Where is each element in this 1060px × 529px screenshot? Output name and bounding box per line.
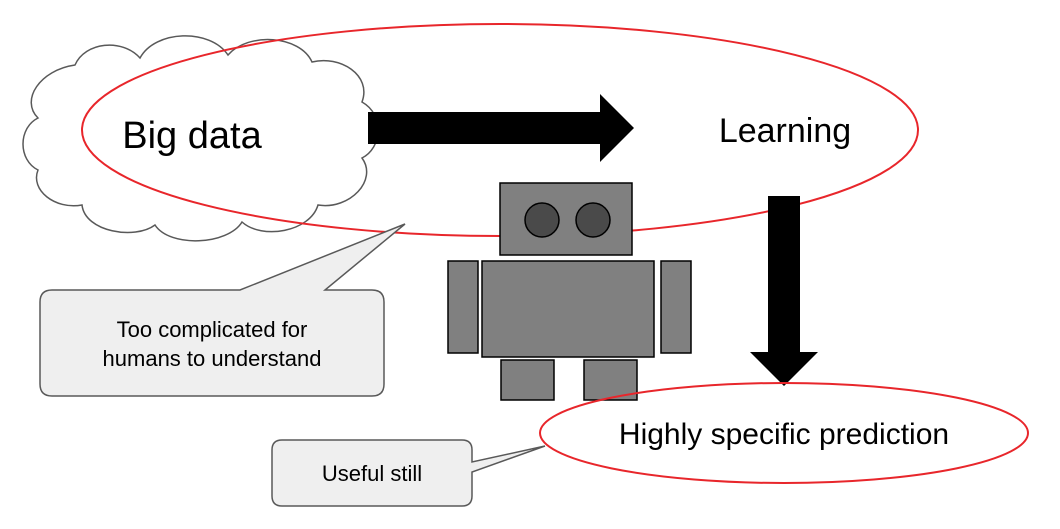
big-data-label: Big data bbox=[122, 115, 262, 157]
right-arrow bbox=[368, 94, 634, 162]
robot-left-arm bbox=[447, 260, 479, 354]
callout-complicated-line2: humans to understand bbox=[103, 346, 322, 371]
callout-complicated bbox=[39, 223, 406, 397]
robot-head bbox=[499, 182, 633, 256]
robot-left-leg bbox=[500, 359, 555, 401]
learning-label: Learning bbox=[719, 112, 851, 150]
robot-body bbox=[481, 260, 655, 358]
robot-right-leg bbox=[583, 359, 638, 401]
robot-right-arm bbox=[660, 260, 692, 354]
robot-right-eye bbox=[575, 202, 611, 238]
prediction-label: Highly specific prediction bbox=[619, 418, 949, 451]
down-arrow bbox=[750, 196, 818, 386]
callout-useful bbox=[271, 439, 546, 507]
bottom-ellipse bbox=[539, 382, 1029, 484]
robot-left-eye bbox=[524, 202, 560, 238]
robot-icon bbox=[447, 182, 692, 401]
cloud-icon bbox=[22, 35, 379, 242]
callout-complicated-line1: Too complicated for bbox=[117, 317, 308, 342]
callout-useful-label: Useful still bbox=[322, 461, 422, 486]
